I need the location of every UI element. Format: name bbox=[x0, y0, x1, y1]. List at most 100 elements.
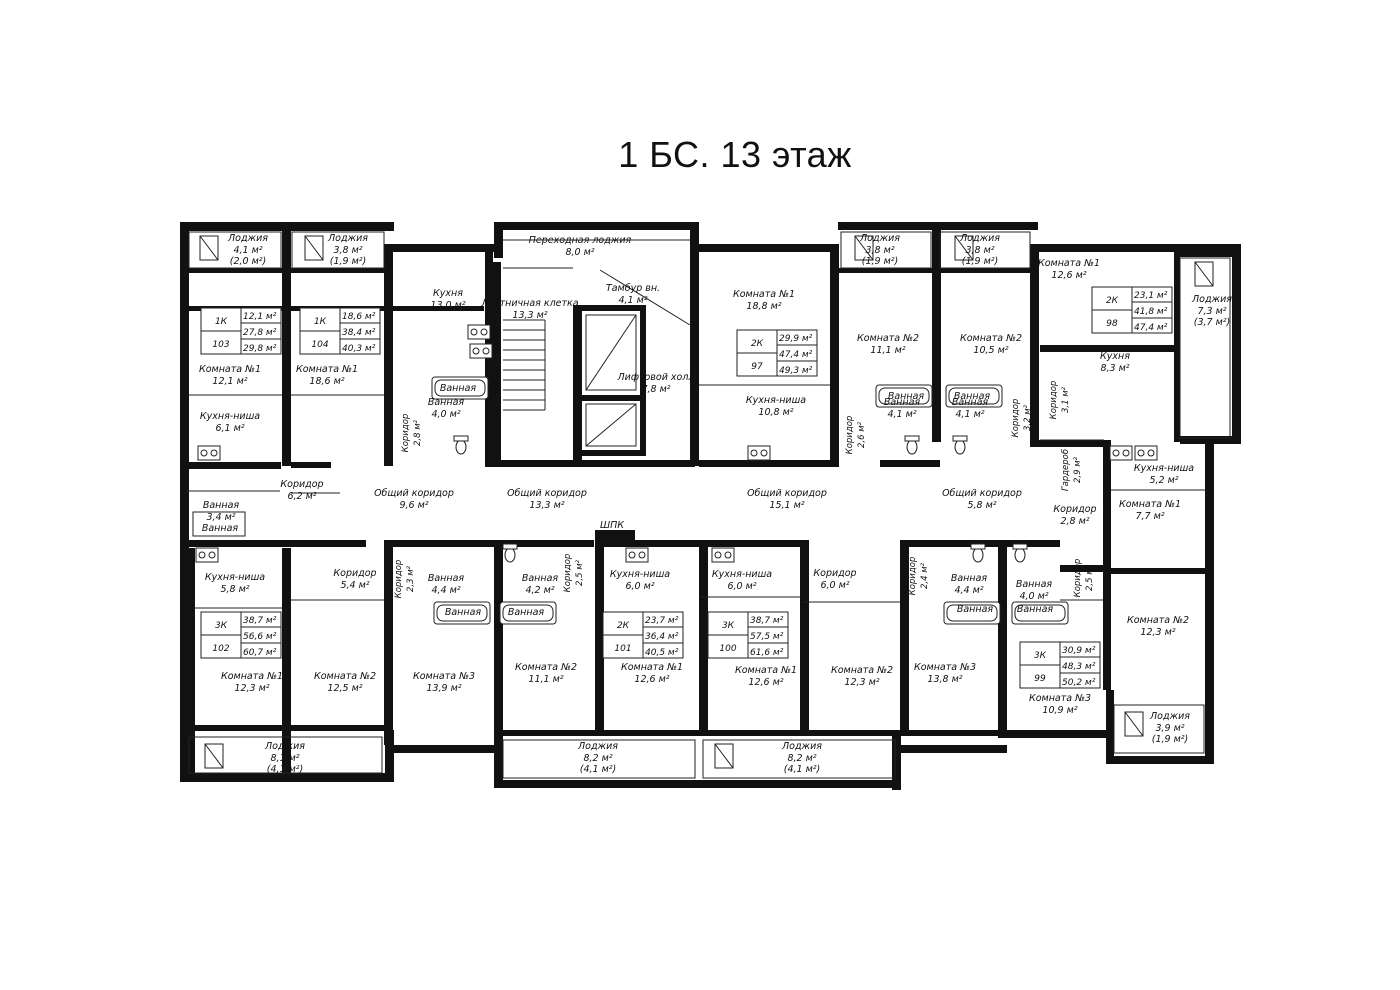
svg-text:47,4 м²: 47,4 м² bbox=[779, 350, 813, 360]
svg-text:38,7 м²: 38,7 м² bbox=[750, 616, 784, 626]
bath-label: Ванная bbox=[954, 391, 991, 402]
svg-text:50,2 м²: 50,2 м² bbox=[1062, 678, 1096, 688]
svg-text:40,5 м²: 40,5 м² bbox=[645, 648, 679, 658]
shpk-label: ШПК bbox=[600, 520, 625, 531]
svg-text:49,3 м²: 49,3 м² bbox=[779, 366, 813, 376]
svg-text:61,6 м²: 61,6 м² bbox=[750, 648, 784, 658]
svg-text:29,9 м²: 29,9 м² bbox=[779, 334, 813, 344]
svg-text:1К: 1К bbox=[215, 317, 228, 327]
svg-text:103: 103 bbox=[212, 340, 229, 350]
svg-text:48,3 м²: 48,3 м² bbox=[1062, 662, 1096, 672]
partitions bbox=[186, 231, 1231, 779]
unit-info-box: 3К 99 30,9 м² 48,3 м² 50,2 м² bbox=[1019, 641, 1101, 689]
room-label: Тамбур вн.4,1 м² bbox=[606, 283, 660, 306]
svg-text:3К: 3К bbox=[215, 621, 228, 631]
svg-text:1К: 1К bbox=[314, 317, 327, 327]
svg-text:29,8 м²: 29,8 м² bbox=[243, 344, 277, 354]
svg-text:99: 99 bbox=[1034, 674, 1046, 684]
svg-text:57,5 м²: 57,5 м² bbox=[750, 632, 784, 642]
fixtures bbox=[192, 324, 1158, 625]
unit-info-box: 2К 101 23,7 м² 36,4 м² 40,5 м² bbox=[602, 611, 684, 659]
plan-title: 1 БС. 13 этаж bbox=[618, 134, 852, 175]
svg-text:40,3 м²: 40,3 м² bbox=[342, 344, 376, 354]
svg-text:18,6 м²: 18,6 м² bbox=[342, 312, 376, 322]
svg-text:36,4 м²: 36,4 м² bbox=[645, 632, 679, 642]
svg-text:2К: 2К bbox=[617, 621, 630, 631]
bath-label: Ванная bbox=[888, 391, 925, 402]
svg-text:97: 97 bbox=[751, 362, 763, 372]
svg-text:38,7 м²: 38,7 м² bbox=[243, 616, 277, 626]
svg-text:47,4 м²: 47,4 м² bbox=[1134, 323, 1168, 333]
svg-text:3К: 3К bbox=[1034, 651, 1047, 661]
svg-text:102: 102 bbox=[212, 644, 229, 654]
bath-label: Ванная bbox=[440, 383, 477, 394]
svg-text:101: 101 bbox=[614, 644, 631, 654]
svg-text:23,7 м²: 23,7 м² bbox=[645, 616, 679, 626]
svg-text:3К: 3К bbox=[722, 621, 735, 631]
bath-label: Ванная bbox=[957, 604, 994, 615]
unit-info-box: 2К 97 29,9 м² 47,4 м² 49,3 м² bbox=[736, 329, 818, 377]
svg-text:41,8 м²: 41,8 м² bbox=[1134, 307, 1168, 317]
svg-text:2К: 2К bbox=[751, 339, 764, 349]
bath-label: Ванная bbox=[1017, 604, 1054, 615]
svg-text:30,9 м²: 30,9 м² bbox=[1062, 646, 1096, 656]
